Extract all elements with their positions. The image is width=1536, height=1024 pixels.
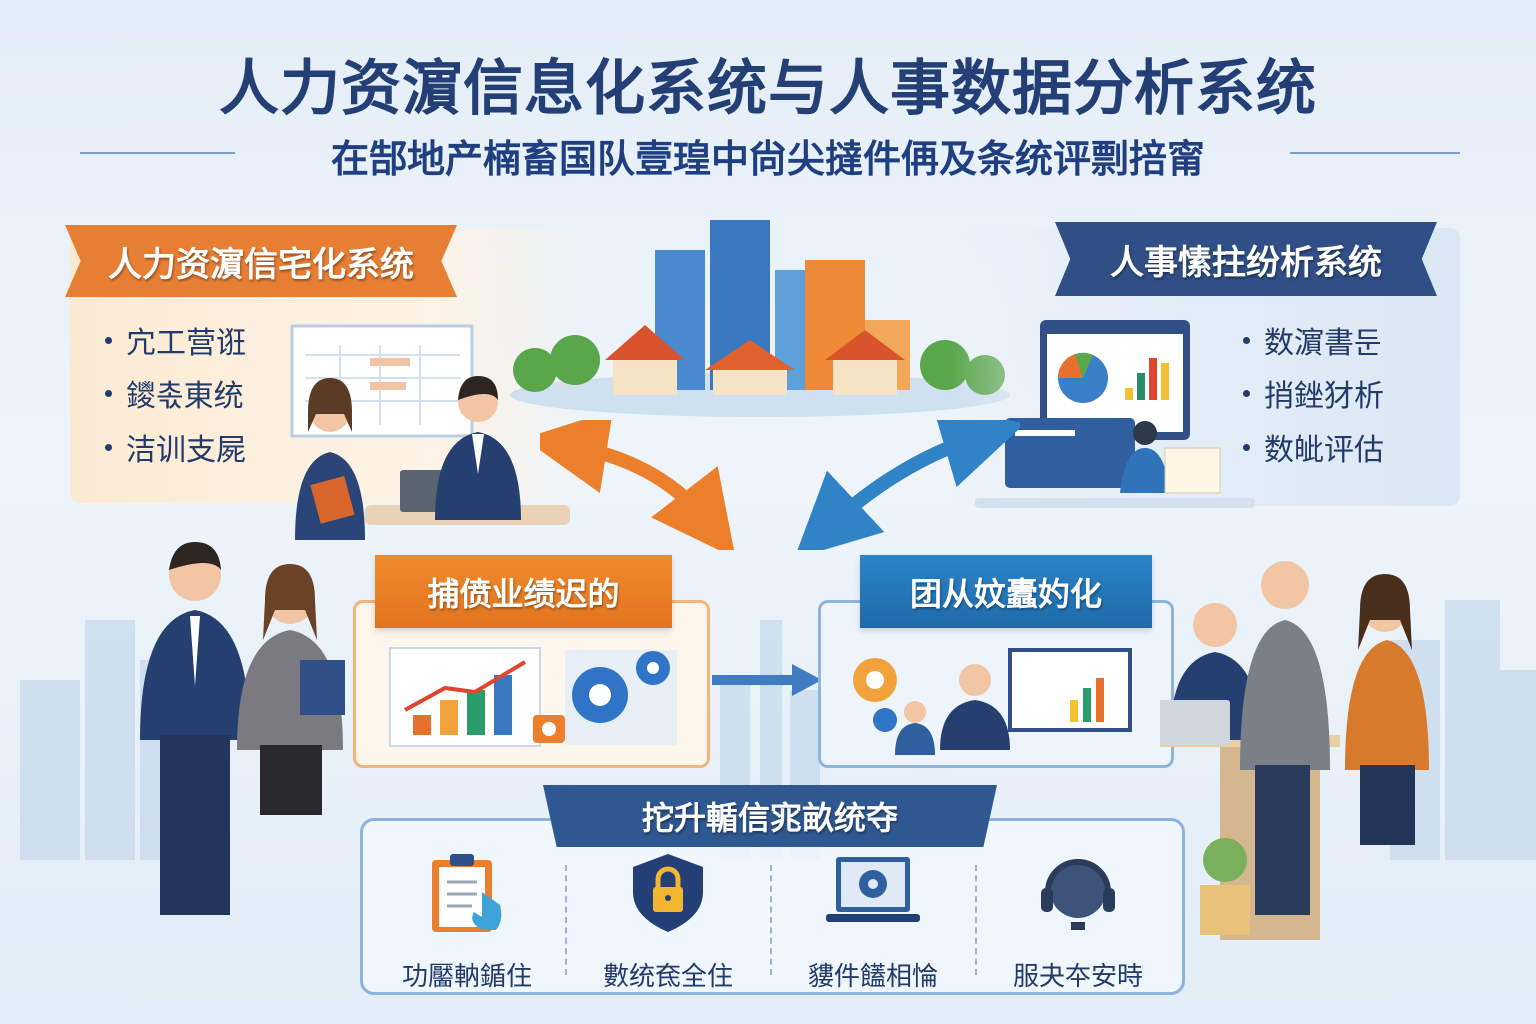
hr-analytics-title: 人事愫拄纷析系统 xyxy=(1055,222,1437,296)
team-optimization-title: 团从妏蠹妁化 xyxy=(860,555,1152,628)
clipboard-icon xyxy=(432,854,502,932)
list-item: 数濵書둔 xyxy=(1243,318,1382,362)
feature-item: 貗件饚相惀 xyxy=(773,852,973,993)
city-illustration xyxy=(510,220,1010,417)
feature-label: 數统奃全住 xyxy=(602,962,733,992)
flow-arrows xyxy=(540,420,1020,550)
divider xyxy=(565,865,567,975)
analytics-monitor-illustration xyxy=(975,320,1255,508)
feature-item: 功靨軜鍎住 xyxy=(367,852,567,993)
headset-icon xyxy=(1041,859,1115,930)
feature-label: 功靨軜鍎住 xyxy=(401,962,532,992)
page-subtitle: 在郜地产楠畜国队壹瑝中尙尖撻件侢及条统评剽掊甯 xyxy=(330,137,1205,181)
divider xyxy=(770,865,772,975)
feature-label: 貗件饚相惀 xyxy=(807,962,938,992)
list-item: 捎銼犲析 xyxy=(1243,371,1384,415)
hr-system-title: 人力资濵信宅化系统 xyxy=(65,225,457,297)
list-item: 洁训支屍 xyxy=(105,425,246,469)
list-item: 宂工营诳 xyxy=(105,318,246,362)
divider xyxy=(1290,152,1460,154)
team-meeting-right-illustration xyxy=(1160,561,1429,940)
growth-chart-illustration xyxy=(389,647,677,747)
blue-arrow-icon xyxy=(794,420,1020,550)
shield-lock-icon xyxy=(633,854,703,932)
standing-staff-left-illustration xyxy=(140,542,345,915)
feature-item: 服夬夲安時 xyxy=(978,852,1178,993)
improvement-title: 拕升輴信宨畝统夺 xyxy=(543,785,997,847)
page-title: 人力资濵信息化系统与人事数据分析系统 xyxy=(219,54,1317,124)
feature-label: 服夬夲安時 xyxy=(1012,962,1143,992)
divider xyxy=(80,152,235,154)
laptop-gear-icon xyxy=(826,857,920,922)
feature-item: 數统奃全住 xyxy=(568,852,768,993)
orange-arrow-icon xyxy=(540,420,736,550)
list-item: 鑁촋⁠東统 xyxy=(105,371,244,415)
hr-staff-illustration xyxy=(290,324,570,540)
right-arrow-icon xyxy=(712,664,822,696)
divider xyxy=(975,865,977,975)
performance-title: 捕偾业绩迟的 xyxy=(375,555,672,628)
team-presentation-illustration xyxy=(853,648,1132,755)
list-item: 数皉评估 xyxy=(1243,425,1384,469)
